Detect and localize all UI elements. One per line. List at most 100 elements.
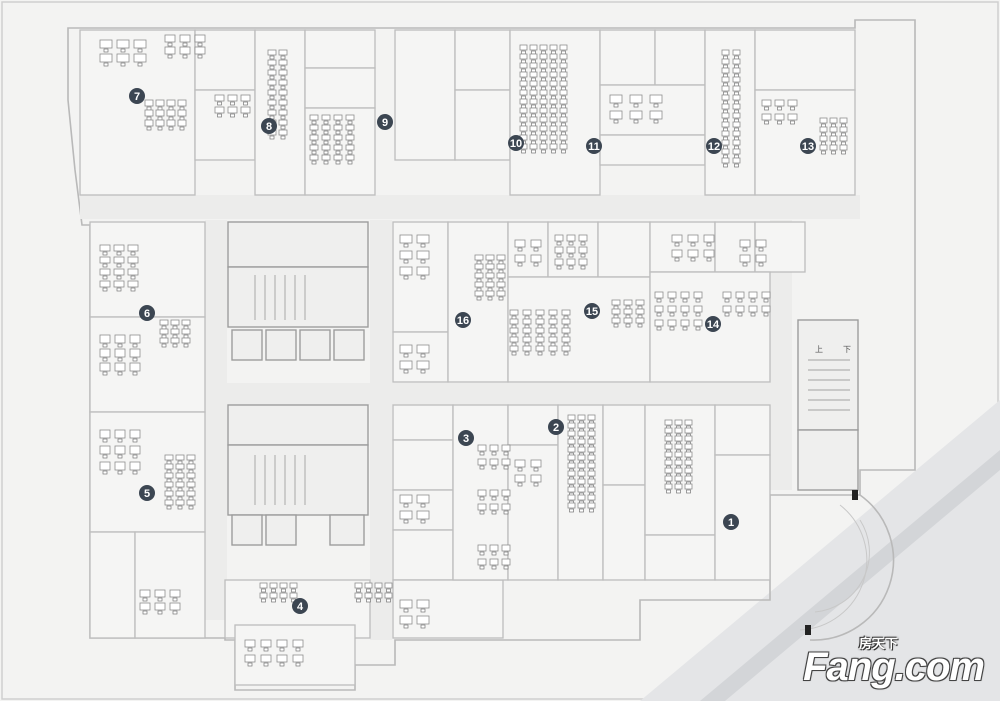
chair: [217, 101, 222, 106]
desk: [839, 126, 848, 133]
desk: [519, 89, 528, 96]
chair: [531, 68, 536, 73]
east-corridor: [770, 220, 792, 490]
desk: [278, 69, 288, 76]
chair: [243, 101, 248, 106]
desk: [561, 318, 571, 325]
chair: [531, 77, 536, 82]
desk: [276, 654, 288, 663]
chair: [724, 312, 730, 317]
desk: [732, 94, 741, 101]
chair: [551, 104, 556, 109]
chair: [531, 131, 536, 136]
chair: [386, 598, 391, 603]
chair: [102, 275, 108, 280]
desk: [474, 272, 484, 279]
unit-marker-9: 9: [377, 114, 393, 130]
desk: [399, 234, 413, 244]
desk: [399, 266, 413, 276]
desk: [587, 502, 596, 509]
chair: [550, 324, 556, 329]
chair: [517, 467, 523, 472]
chair: [269, 105, 275, 110]
desk: [623, 308, 633, 315]
chair: [537, 315, 543, 320]
desk: [399, 599, 413, 609]
chair: [188, 487, 194, 492]
desk: [577, 414, 586, 421]
desk: [664, 475, 673, 482]
desk: [309, 134, 319, 141]
chair: [831, 123, 836, 128]
desk: [684, 475, 693, 482]
desk: [549, 116, 558, 123]
desk: [170, 328, 180, 335]
chair: [550, 315, 556, 320]
chair: [117, 357, 123, 362]
desk: [539, 107, 548, 114]
desk: [170, 337, 180, 344]
chair: [734, 163, 739, 168]
chair: [280, 115, 286, 120]
chair: [569, 508, 574, 513]
desk: [278, 119, 288, 126]
desk: [278, 79, 288, 86]
chair: [521, 86, 526, 91]
chair: [537, 351, 543, 356]
unit-marker-16: 16: [455, 312, 471, 328]
chair: [531, 95, 536, 100]
chair: [625, 314, 631, 319]
stair-up-label: 上: [815, 345, 823, 354]
desk: [721, 76, 730, 83]
chair: [117, 371, 123, 376]
desk: [129, 348, 141, 358]
desk: [139, 602, 151, 611]
stair-lines: [254, 275, 850, 505]
desk: [674, 475, 683, 482]
desk: [489, 558, 499, 566]
desk: [144, 109, 154, 117]
desk: [514, 474, 526, 483]
unit-marker-1: 1: [723, 514, 739, 530]
desk: [519, 116, 528, 123]
stair-down-label: 下: [843, 345, 851, 354]
desk: [530, 474, 542, 483]
desk: [519, 107, 528, 114]
unit-marker-circle: [139, 305, 155, 321]
unit-marker-circle: [548, 419, 564, 435]
chair: [157, 597, 163, 602]
unit-marker-label: 16: [457, 315, 469, 327]
chair: [561, 59, 566, 64]
desk: [133, 53, 147, 63]
unit-marker-10: 10: [508, 135, 524, 151]
chair: [295, 662, 301, 667]
chair: [157, 106, 163, 111]
desk: [829, 126, 838, 133]
chair: [479, 510, 485, 515]
desk: [567, 422, 576, 429]
chair: [183, 334, 189, 339]
chair: [230, 101, 235, 106]
desk: [477, 444, 487, 452]
chair: [403, 608, 409, 613]
chair: [271, 598, 276, 603]
chair: [790, 120, 795, 125]
chair: [790, 106, 795, 111]
desk: [260, 654, 272, 663]
desk: [186, 463, 196, 470]
chair: [561, 140, 566, 145]
chair: [356, 598, 361, 603]
desk: [819, 117, 828, 124]
desk: [514, 254, 526, 263]
chair: [335, 150, 341, 155]
desk: [175, 481, 185, 488]
chair: [197, 42, 203, 47]
chair: [491, 496, 497, 501]
chair: [117, 343, 123, 348]
desk: [587, 478, 596, 485]
chair: [116, 263, 122, 268]
chair: [116, 275, 122, 280]
desk: [693, 305, 703, 313]
desk: [721, 121, 730, 128]
chair: [132, 343, 138, 348]
